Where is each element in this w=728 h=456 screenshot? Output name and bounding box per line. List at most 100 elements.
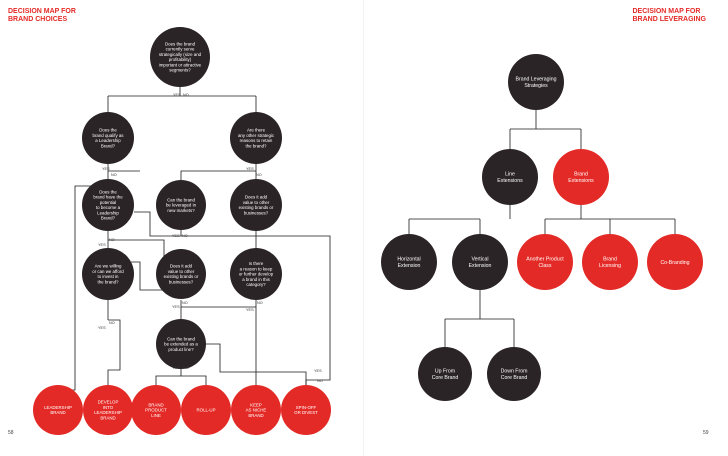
node-circle (156, 319, 206, 369)
yes-label: YES (172, 366, 180, 370)
node-circle (230, 248, 282, 300)
yes-label: YES (314, 369, 322, 373)
connector-line (131, 261, 166, 291)
page-gutter (363, 0, 364, 456)
node-circle (517, 234, 573, 290)
node-circle (418, 347, 472, 401)
node-circle (452, 234, 508, 290)
node-circle (231, 385, 281, 435)
connector-line (180, 170, 256, 180)
connector-line (155, 369, 182, 385)
no-label: NO (182, 234, 188, 238)
no-label: NO (317, 379, 323, 383)
no-label: NO (109, 238, 115, 242)
right-title-line: DECISION MAP FOR BRAND LEVERAGING (632, 8, 706, 23)
node-circle (381, 234, 437, 290)
yes-label: YES (246, 308, 254, 312)
node-circle (82, 248, 134, 300)
outcome-node-r-cobranding: Co-Branding (647, 234, 703, 290)
no-label: NO (183, 366, 189, 370)
yes-label: YES (172, 305, 180, 309)
node-circle (33, 385, 83, 435)
node-circle (150, 27, 210, 87)
no-label: NO (182, 301, 188, 305)
node-circle (553, 149, 609, 205)
no-label: NO (109, 321, 115, 325)
yes-label: YES (98, 326, 106, 330)
node-circle (508, 54, 564, 110)
node-circle (281, 385, 331, 435)
yes-label: YES (102, 167, 110, 171)
left-page-number: 58 (8, 430, 14, 436)
no-label: NO (183, 93, 189, 97)
connector-line (181, 375, 207, 385)
node-circle (181, 385, 231, 435)
no-label: NO (256, 173, 262, 177)
connector-lines (57, 87, 676, 391)
node-circle (82, 112, 134, 164)
node-label: ROLL-UP (196, 408, 215, 413)
yes-label: YES (172, 234, 180, 238)
connector-line (107, 319, 121, 385)
no-label: NO (111, 173, 117, 177)
connector-line (108, 239, 165, 259)
yes-label: YES (173, 93, 181, 97)
no-label: NO (257, 301, 263, 305)
right-page-number: 59 (703, 430, 709, 436)
node-circle (230, 179, 282, 231)
connector-line (206, 343, 307, 385)
node-circle (582, 234, 638, 290)
node-circle (131, 385, 181, 435)
node-circle (647, 234, 703, 290)
outcome-node-o-roll-up: ROLL-UP (181, 385, 231, 435)
node-circle (156, 180, 206, 230)
yes-label: YES (246, 167, 254, 171)
node-label: Co-Branding (660, 260, 689, 266)
node-circle (82, 179, 134, 231)
